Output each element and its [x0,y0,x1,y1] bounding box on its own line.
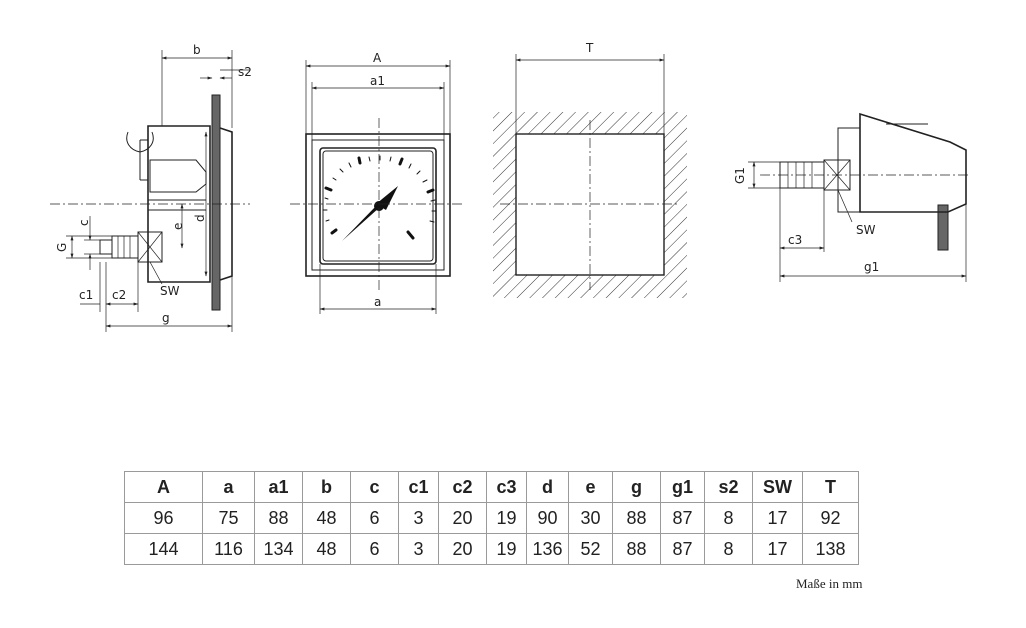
label-c1: c1 [79,288,93,302]
label-c2: c2 [112,288,126,302]
table-cell: 20 [438,502,487,534]
dial-window [319,147,437,265]
table-cell: 144 [124,533,203,565]
header-cell: c [350,471,399,503]
header-cell: c1 [398,471,439,503]
table-header-row: A a a1 b c c1 c2 c3 d e g g1 s2 SW T [124,471,859,503]
table-cell: 87 [660,533,705,565]
header-cell: s2 [704,471,753,503]
table-cell: 48 [302,533,351,565]
label-a: a [374,295,381,309]
clamp [139,139,148,181]
case-body [147,125,211,283]
header-cell: A [124,471,203,503]
front-bezel [305,133,451,277]
table-cell: 116 [202,533,255,565]
table-cell: 3 [398,502,439,534]
table-cell: 17 [752,502,803,534]
header-cell: SW [752,471,803,503]
table-cell: 3 [398,533,439,565]
panel-cutout-view: T [493,41,687,298]
table-row: 96 75 88 48 6 3 20 19 90 30 88 87 8 17 9… [124,502,859,534]
header-cell: e [568,471,613,503]
table-cell: 75 [202,502,255,534]
header-cell: c3 [486,471,527,503]
label-G: G [55,243,69,252]
label-c3: c3 [788,233,802,247]
label-s2: s2 [238,65,252,79]
technical-drawing: b s2 d e c G SW c1 c2 g [50,41,970,332]
header-cell: c2 [438,471,487,503]
header-cell: g1 [660,471,705,503]
table-cell: 48 [302,502,351,534]
rear-connection-view: G1 SW c3 g1 [733,112,970,282]
table-cell: 87 [660,502,705,534]
table-cell: 134 [254,533,303,565]
table-cell: 88 [254,502,303,534]
table-cell: 90 [526,502,569,534]
label-G1: G1 [733,167,747,184]
header-cell: a [202,471,255,503]
table-cell: 136 [526,533,569,565]
header-cell: a1 [254,471,303,503]
table-cell: 138 [802,533,859,565]
table-row: 144 116 134 48 6 3 20 19 136 52 88 87 8 … [124,533,859,565]
wing-nut [126,131,154,153]
table-cell: 6 [350,502,399,534]
table-cell: 88 [612,502,661,534]
label-A: A [373,51,382,65]
table-cell: 17 [752,533,803,565]
label-g: g [162,311,170,325]
dimension-table: A a a1 b c c1 c2 c3 d e g g1 s2 SW T 96 … [124,471,859,565]
side-view: b s2 d e c G SW c1 c2 g [50,43,252,332]
table-cell: 6 [350,533,399,565]
header-cell: g [612,471,661,503]
table-cell: 52 [568,533,613,565]
label-T: T [585,41,594,55]
label-c: c [77,219,91,226]
label-a1: a1 [370,74,385,88]
pointer [342,205,380,241]
panel-plate [211,94,221,311]
table-cell: 92 [802,502,859,534]
dial-scale [322,155,437,240]
table-cell: 20 [438,533,487,565]
table-cell: 30 [568,502,613,534]
label-SW-right: SW [856,223,876,237]
panel-plate-right [937,204,949,251]
label-g1: g1 [864,260,879,274]
header-cell: b [302,471,351,503]
units-note: Maße in mm [796,576,863,591]
table-cell: 19 [486,502,527,534]
header-cell: T [802,471,859,503]
header-cell: d [526,471,569,503]
label-e: e [171,223,185,230]
table-cell: 8 [704,533,753,565]
label-d: d [193,214,207,222]
table-cell: 19 [486,533,527,565]
front-view: A a1 a [290,51,462,314]
label-SW: SW [160,284,180,298]
pointer-hub [374,201,384,211]
table-cell: 88 [612,533,661,565]
table-cell: 96 [124,502,203,534]
case-side [859,112,967,213]
table-cell: 8 [704,502,753,534]
label-b: b [193,43,201,57]
